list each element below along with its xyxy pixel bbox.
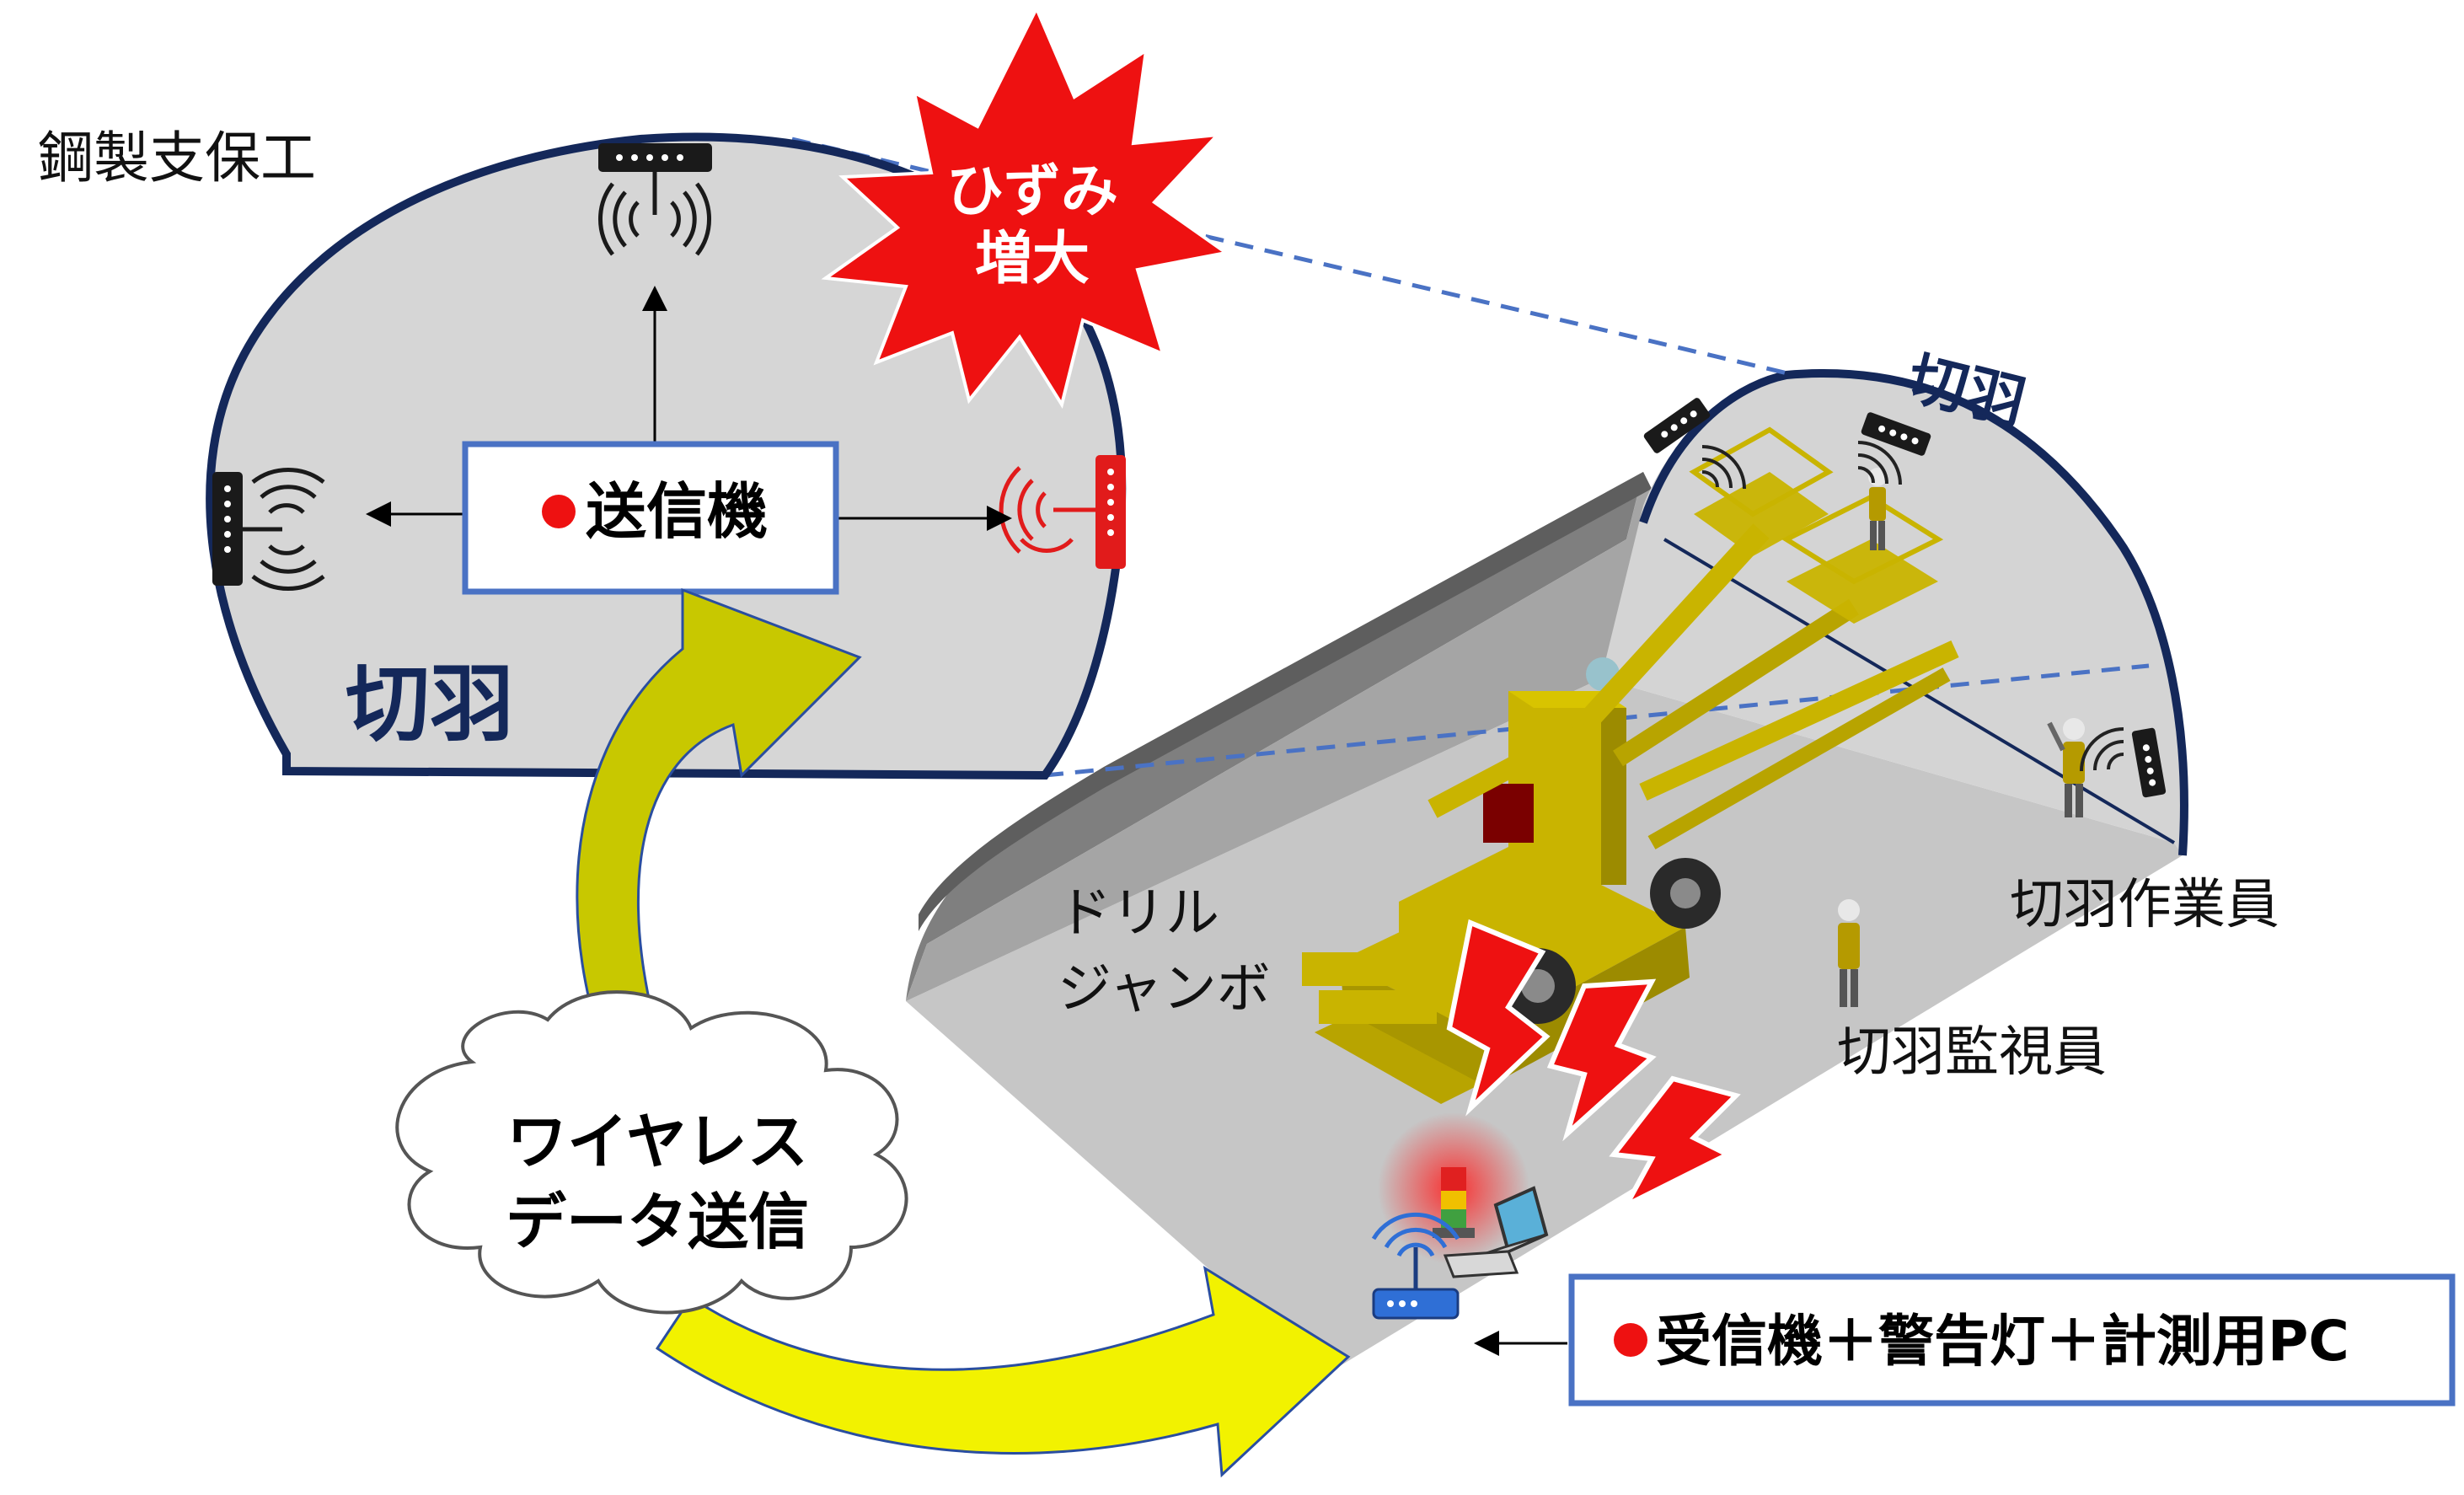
wireless-cloud: ワイヤレス データ送信 (395, 990, 908, 1315)
sensor-icon (2131, 727, 2167, 798)
red-dot-icon (1614, 1323, 1647, 1357)
burst-label-line1: ひずみ (946, 158, 1118, 225)
lightning-icon (1446, 919, 1741, 1211)
drill-jumbo (1302, 426, 1959, 1104)
sensor-icon (1861, 412, 1931, 456)
face-worker-figures (1838, 468, 2085, 1007)
red-dot-icon (542, 495, 576, 528)
face-worker-label: 切羽作業員 (2010, 874, 2279, 936)
sensor-icon (212, 472, 282, 586)
worker-icon (1868, 468, 1887, 550)
sensor-icon (1053, 455, 1126, 569)
worker-icon (1838, 899, 1860, 1007)
router-icon (1371, 1212, 1460, 1320)
transmitter-label: 送信機 (586, 476, 768, 547)
signal-waves-icon (597, 182, 712, 256)
drill-label-line1: ドリル (1058, 882, 1219, 945)
transmitter-box: 送信機 (462, 441, 839, 595)
signal-waves-icon (251, 467, 325, 592)
face-monitor-label: 切羽監視員 (1837, 1021, 2107, 1084)
sensor-icon (598, 143, 712, 215)
sensor-icon (1643, 398, 1711, 453)
receiver-box: 受信機＋警告灯＋計測用PC (1568, 1273, 2456, 1407)
laptop-icon (1443, 1186, 1549, 1278)
drill-label-line2: ジャンボ (1058, 958, 1271, 1021)
worker-icon (2047, 718, 2085, 817)
wireless-label-line1: ワイヤレス (506, 1107, 808, 1177)
warning-light-icon (1433, 1167, 1475, 1238)
face-label-left: 切羽 (345, 655, 514, 753)
receiver-label: 受信機＋警告灯＋計測用PC (1656, 1309, 2349, 1374)
steel-support-label: 鋼製支保工 (38, 126, 316, 190)
wireless-label-line2: データ送信 (506, 1187, 809, 1257)
burst-label-line2: 増大 (975, 226, 1090, 292)
signal-waves-icon (1857, 441, 1902, 485)
signal-waves-icon (1701, 445, 1746, 490)
strain-burst: ひずみ 増大 (821, 4, 1231, 410)
signal-waves-icon (2080, 727, 2124, 772)
